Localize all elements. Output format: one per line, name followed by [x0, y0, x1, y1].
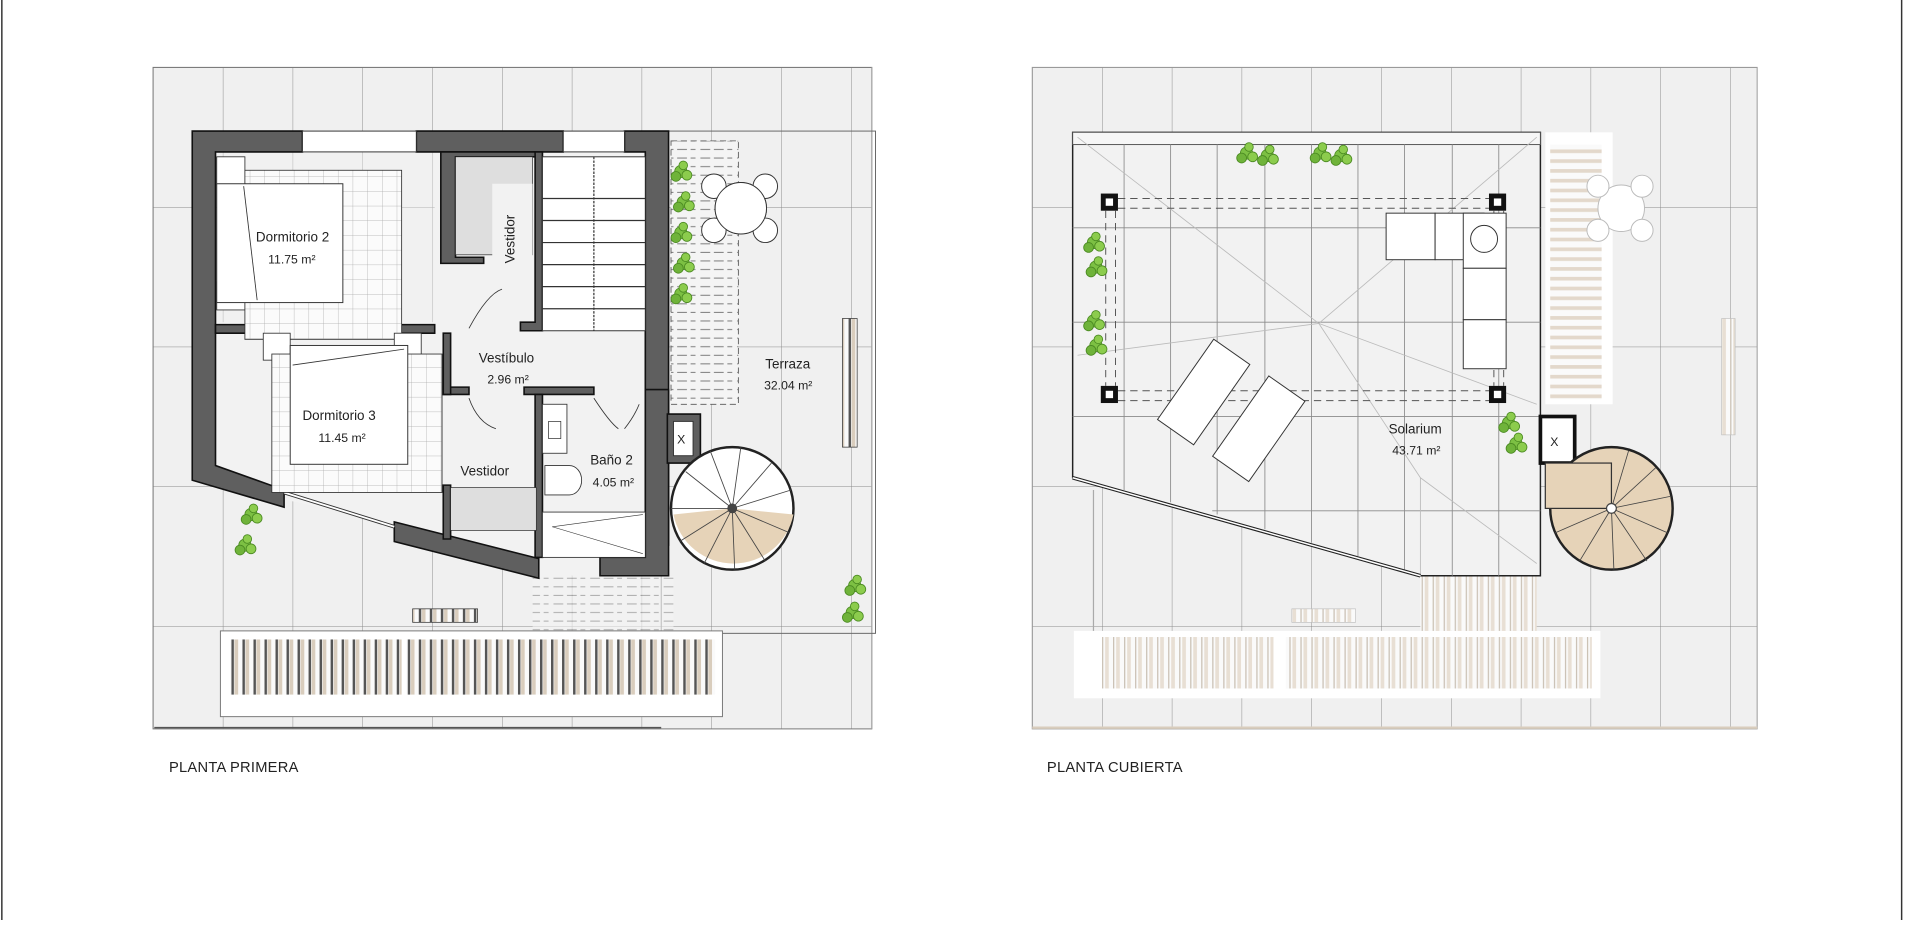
- room-label-vestibulo: Vestíbulo: [479, 351, 534, 366]
- sun-loungers: [1156, 338, 1306, 483]
- terrace-table: [701, 173, 779, 244]
- room-label-bano-2: Baño 2: [590, 452, 633, 467]
- shaft-mark-roof: X: [1550, 435, 1558, 449]
- spiral-stair-roof: [1544, 445, 1674, 571]
- window-stair: [562, 130, 625, 153]
- room-label-solarium: Solarium: [1389, 422, 1442, 437]
- walls: [191, 130, 702, 580]
- spiral-stair: [669, 445, 795, 571]
- door-swings: [468, 288, 640, 430]
- plan-planta-primera: X: [152, 66, 876, 776]
- room-label-terraza: Terraza: [765, 357, 810, 372]
- railing-vertical: [842, 318, 858, 448]
- shower: [542, 511, 646, 558]
- fence-left: [230, 639, 402, 695]
- room-label-vestidor-upper: Vestidor: [502, 214, 517, 263]
- room-label-dormitorio-2: Dormitorio 2: [256, 229, 329, 244]
- room-area-bano-2: 4.05 m²: [593, 475, 634, 489]
- bed-dorm3: [289, 344, 409, 465]
- room-area-dormitorio-3: 11.45 m²: [318, 431, 365, 445]
- room-area-solarium: 43.71 m²: [1392, 443, 1440, 457]
- room-label-vestidor-lower: Vestidor: [460, 463, 509, 478]
- shaft-mark: X: [677, 432, 685, 446]
- terrace-table-faint: [1586, 174, 1654, 242]
- room-area-vestibulo: 2.96 m²: [487, 372, 528, 386]
- room-area-dormitorio-2: 11.75 m²: [268, 252, 315, 266]
- window-dorm2: [301, 130, 417, 153]
- corner-sofa: [1385, 212, 1507, 370]
- bed-dorm2: [216, 183, 344, 304]
- toilet: [544, 465, 582, 496]
- fence-right: [406, 639, 716, 695]
- plan-title-planta-primera: PLANTA PRIMERA: [169, 760, 299, 776]
- room-area-terraza: 32.04 m²: [764, 379, 812, 393]
- plan-title-planta-cubierta: PLANTA CUBIERTA: [1047, 760, 1183, 776]
- room-label-dormitorio-3: Dormitorio 3: [302, 408, 375, 423]
- stair-steps: [542, 156, 646, 331]
- plan-planta-cubierta: X Solarium 43.71 m² PLANTA CUBIERTA: [1031, 66, 1758, 776]
